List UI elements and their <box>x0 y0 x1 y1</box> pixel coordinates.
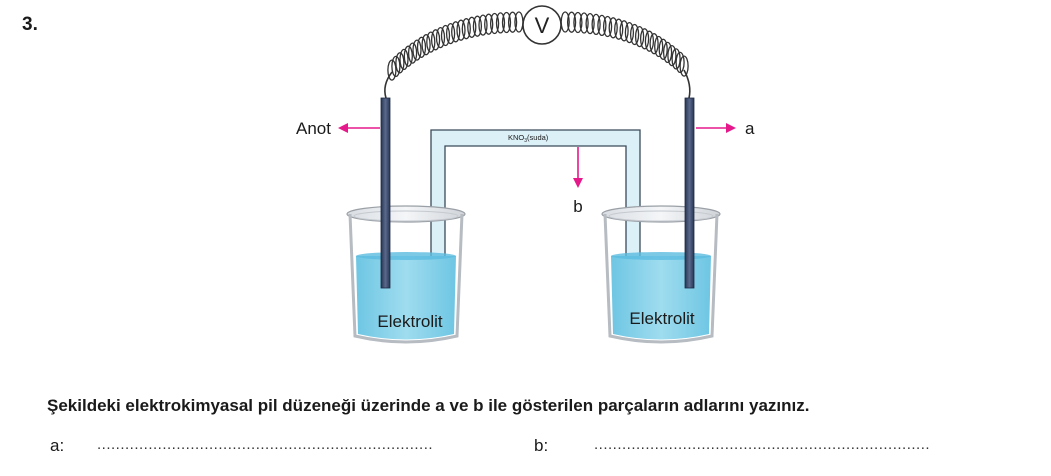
coil-loop <box>649 33 659 55</box>
question-number: 3. <box>22 14 38 35</box>
coil-loop <box>662 41 673 64</box>
b-arrow <box>573 147 583 188</box>
coil-loop <box>671 48 681 70</box>
coil-loop <box>619 20 629 42</box>
coil-loop <box>667 44 677 67</box>
coil-loop <box>597 14 607 37</box>
coil-loop <box>395 52 405 74</box>
coil-loop <box>591 13 601 36</box>
coil-loop <box>387 59 397 81</box>
question-text: Şekildeki elektrokimyasal pil düzeneği ü… <box>47 396 810 415</box>
coil-loop <box>573 11 583 34</box>
salt-bridge: KNO3(suda) <box>430 129 641 281</box>
coil-loop <box>403 45 413 67</box>
voltmeter-symbol: V <box>535 13 550 38</box>
coil-loop <box>639 28 650 50</box>
left-beaker: Elektrolit <box>346 205 466 344</box>
coil-loop <box>579 12 589 34</box>
coil-loop <box>658 38 668 60</box>
coil-loop <box>456 19 466 41</box>
coil-loop <box>614 18 624 40</box>
salt-bridge-label: KNO3(suda) <box>508 133 549 144</box>
right-beaker: Elektrolit <box>601 205 721 344</box>
anode-label: Anot <box>296 119 331 138</box>
answer-a-blank[interactable]: ........................................… <box>97 436 434 453</box>
coil-loop <box>412 39 422 61</box>
coil-loop <box>634 25 645 48</box>
coil-loop <box>489 12 500 35</box>
coil-loop <box>407 42 418 64</box>
coil-loop <box>675 51 685 74</box>
coil-loop <box>399 48 409 71</box>
left-electrode <box>380 97 391 289</box>
coil-loop <box>426 31 436 53</box>
coil-loop <box>391 55 401 78</box>
coil-loop <box>451 21 461 43</box>
coil-loop <box>478 14 488 36</box>
coil-loop <box>472 15 483 37</box>
coil-loop <box>440 24 451 47</box>
coil-loop <box>435 26 446 49</box>
right-beaker-label: Elektrolit <box>629 309 694 328</box>
coil-loop <box>430 29 441 51</box>
coil-loop <box>602 15 613 38</box>
coil-loop <box>467 16 477 38</box>
coil-loop <box>421 34 431 56</box>
right-wire <box>683 69 691 99</box>
coil-loop <box>608 17 618 39</box>
coil-loop <box>585 12 595 35</box>
coil-loop <box>624 21 635 44</box>
coil-loop <box>461 18 471 40</box>
anode-arrow <box>338 123 380 133</box>
coil-loop <box>484 13 494 35</box>
coil-loop <box>416 36 427 58</box>
coil-loop <box>644 30 655 52</box>
voltmeter: V <box>522 5 562 45</box>
left-beaker-label: Elektrolit <box>377 312 442 331</box>
coil-loop <box>501 11 512 34</box>
a-label: a <box>745 119 755 138</box>
b-label: b <box>573 197 582 216</box>
coil-loop <box>495 12 506 34</box>
answer-a-label: a: <box>50 436 65 455</box>
a-arrow <box>696 123 736 133</box>
coil-loop <box>507 11 518 33</box>
answer-b-label: b: <box>534 436 549 455</box>
coil-loop <box>445 22 456 45</box>
right-electrode <box>684 97 695 289</box>
answer-b-blank[interactable]: ........................................… <box>594 436 931 453</box>
coil-loop <box>566 11 577 33</box>
left-coiled-wire <box>387 11 524 81</box>
left-wire <box>384 71 393 99</box>
coil-loop <box>629 23 640 46</box>
right-coiled-wire <box>560 11 689 77</box>
coil-loop <box>654 35 664 58</box>
coil-loop <box>679 55 689 77</box>
